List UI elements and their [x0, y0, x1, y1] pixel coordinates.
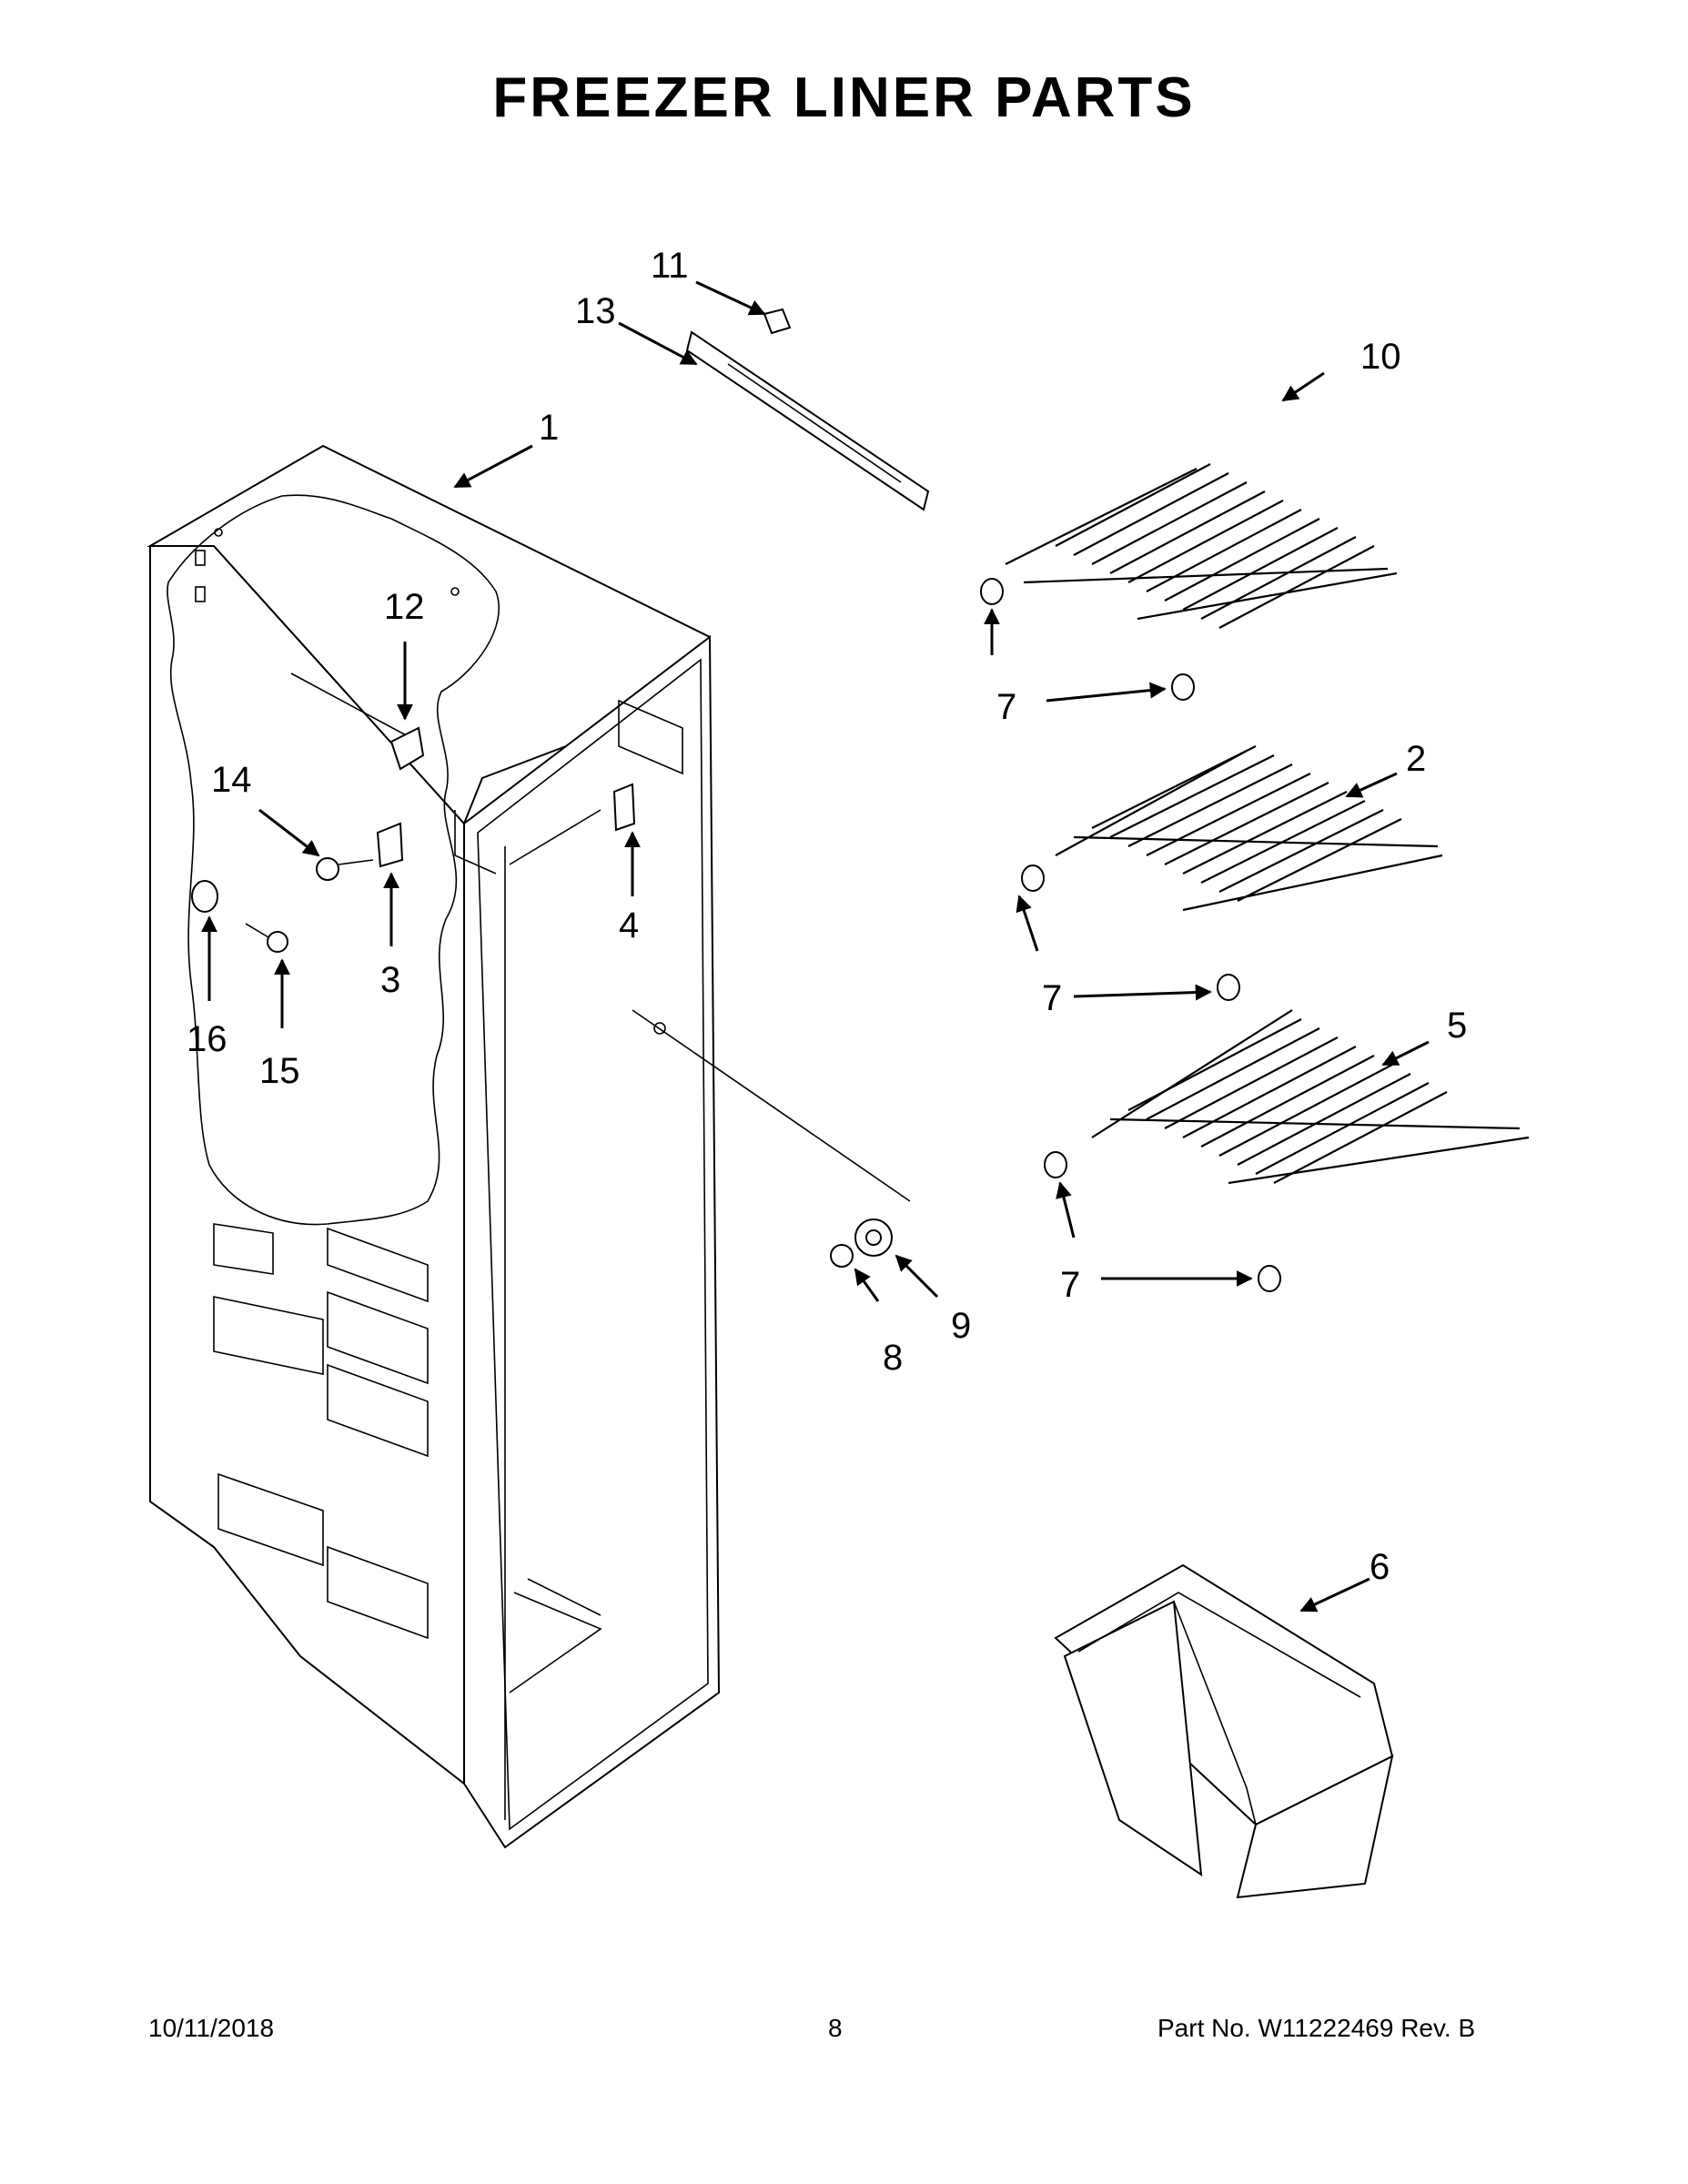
callout-4: 4	[619, 905, 639, 945]
hardware-parts	[191, 726, 893, 1268]
callout-10: 10	[1360, 337, 1401, 377]
callout-2: 2	[1406, 739, 1426, 779]
footer-date: 10/11/2018	[148, 2014, 275, 2042]
wire-shelf-2	[1021, 745, 1443, 1001]
callout-8: 8	[883, 1338, 903, 1378]
top-rail	[685, 308, 930, 511]
callout-15: 15	[259, 1051, 300, 1091]
callout-5: 5	[1447, 1006, 1467, 1046]
callout-9: 9	[951, 1306, 971, 1346]
leader-arrows	[201, 280, 1430, 1613]
callout-7-top: 7	[996, 687, 1016, 727]
callout-12: 12	[384, 587, 425, 627]
freezer-liner	[147, 444, 911, 1849]
freezer-bin	[1054, 1563, 1394, 1899]
callout-14: 14	[211, 760, 252, 800]
page-title: FREEZER LINER PARTS	[492, 66, 1196, 129]
callout-labels: 1 2 3 4 5 6 7 7 7 8 9 10 11 12 13 14 15 …	[187, 246, 1467, 1587]
wire-shelf-5	[1044, 1009, 1530, 1292]
callout-7-middle: 7	[1042, 978, 1062, 1018]
callout-11: 11	[651, 246, 689, 286]
callout-6: 6	[1370, 1547, 1390, 1587]
callout-1: 1	[539, 408, 559, 448]
callout-7-bottom: 7	[1060, 1265, 1080, 1305]
wire-shelf-10	[980, 463, 1398, 701]
callout-16: 16	[187, 1019, 227, 1059]
footer-part-number: Part No. W11222469 Rev. B	[1157, 2014, 1476, 2042]
footer-page-number: 8	[828, 2014, 843, 2042]
callout-13: 13	[575, 291, 616, 331]
callout-3: 3	[380, 960, 400, 1000]
